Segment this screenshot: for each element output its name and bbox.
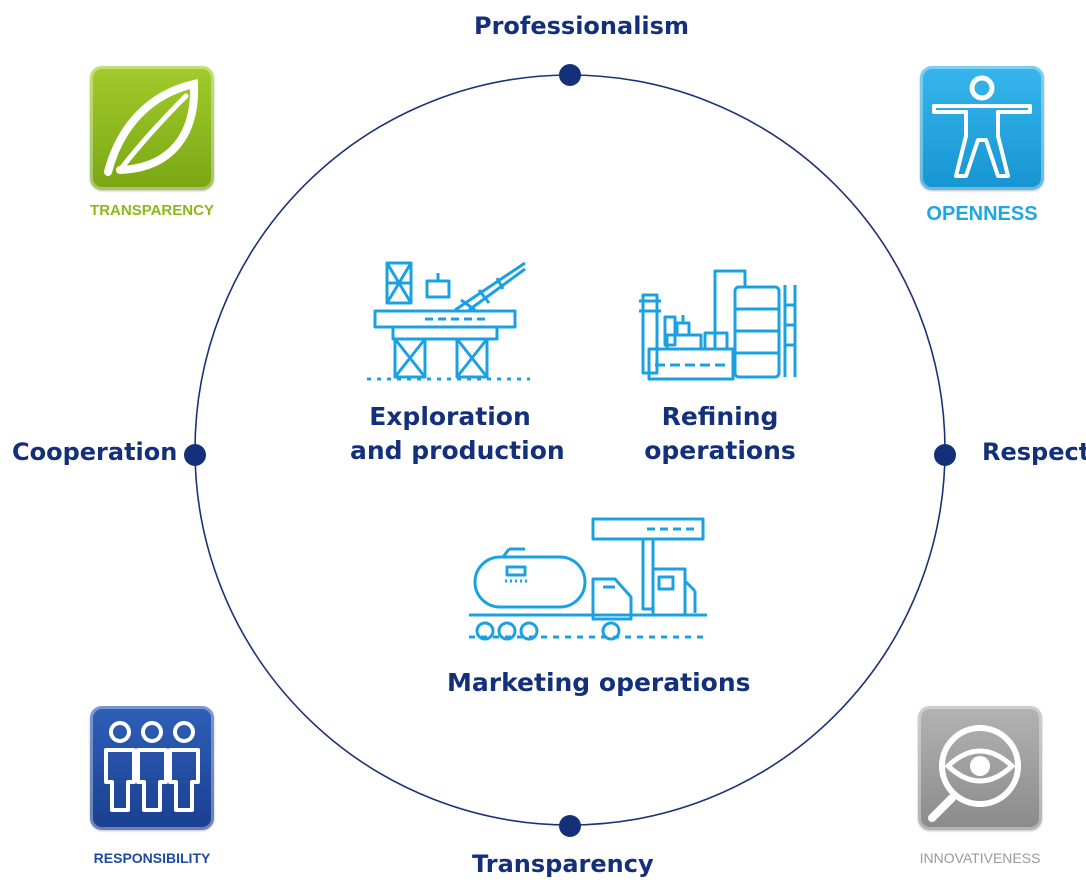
- node-label-bottom: Transparency: [472, 850, 654, 878]
- segment-exploration-line2: and production: [350, 436, 565, 465]
- node-label-top: Professionalism: [474, 12, 689, 40]
- badge-transparency: [90, 66, 214, 190]
- eye-icon: [928, 725, 1021, 822]
- segment-label-marketing: Marketing operations: [447, 668, 751, 697]
- badge-responsibility: [90, 706, 214, 830]
- segment-exploration-line1: Exploration: [369, 402, 531, 431]
- badge-label-transparency: TRANSPARENCY: [90, 202, 214, 219]
- badge-label-responsibility: RESPONSIBILITY: [93, 850, 211, 866]
- node-label-left: Cooperation: [12, 438, 178, 466]
- node-left-dot: [184, 444, 206, 466]
- node-label-right: Respect: [982, 438, 1086, 466]
- node-right-dot: [934, 444, 956, 466]
- node-bottom-dot: [559, 815, 581, 837]
- node-top-dot: [559, 64, 581, 86]
- badge-openness: [920, 66, 1044, 190]
- segment-refining-line1: Refining: [661, 402, 779, 431]
- leaf-icon: [104, 79, 199, 176]
- segment-label-refining: Refining operations: [620, 400, 820, 468]
- group-people-icon: [104, 721, 200, 812]
- tanker-truck-fuel-station-icon: [469, 517, 707, 641]
- oil-platform-icon: [367, 261, 530, 381]
- segment-label-exploration: Exploration and production: [350, 400, 565, 468]
- refinery-icon: [639, 269, 797, 381]
- badge-label-innovativeness: INNOVATIVENESS: [919, 850, 1041, 866]
- segment-refining-line2: operations: [644, 436, 796, 465]
- badge-innovativeness: [918, 706, 1042, 830]
- ring-circle: [194, 74, 946, 826]
- badge-label-openness: OPENNESS: [926, 203, 1038, 225]
- person-arms-open-icon: [932, 75, 1032, 178]
